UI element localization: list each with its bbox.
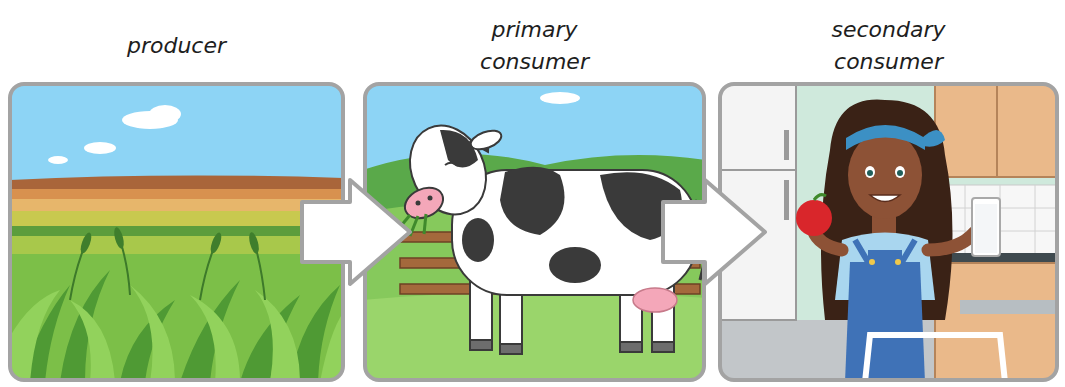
panel-heading: producer bbox=[127, 30, 226, 62]
field-scene-part bbox=[10, 175, 343, 380]
pasture-scene-part-part bbox=[500, 344, 522, 354]
field-scene-part bbox=[10, 199, 343, 211]
girl-figure-part bbox=[920, 130, 945, 147]
field-scene-part bbox=[10, 254, 343, 380]
kitchen-scene-part bbox=[996, 84, 998, 177]
field-scene-part bbox=[70, 240, 265, 300]
kitchen-scene-part bbox=[720, 169, 796, 171]
field-scene-part bbox=[78, 226, 260, 254]
girl-figure-part bbox=[868, 250, 902, 280]
girl-figure-part bbox=[895, 166, 905, 178]
girl-figure-part bbox=[897, 170, 903, 176]
field-scene-part bbox=[84, 142, 116, 154]
food-chain-panel: producer bbox=[8, 82, 345, 382]
pasture-scene-part bbox=[416, 201, 421, 206]
kitchen-scene-part bbox=[784, 180, 789, 220]
pasture-scene-part bbox=[445, 163, 458, 166]
panel-heading: primary consumer bbox=[447, 14, 622, 78]
pasture-scene-part-part bbox=[500, 167, 565, 235]
pasture-scene-part bbox=[540, 92, 580, 104]
pasture-scene-part-part bbox=[600, 172, 682, 240]
field-scene-part-part bbox=[70, 300, 115, 380]
pasture-scene-part-part bbox=[470, 340, 492, 350]
girl-figure-part bbox=[867, 170, 873, 176]
pasture-scene-part bbox=[462, 167, 682, 283]
field-scene-part-part bbox=[130, 285, 175, 380]
field-scene-part bbox=[10, 236, 343, 254]
field-scene-part bbox=[48, 156, 68, 164]
pasture-scene-part-part bbox=[462, 218, 494, 262]
field-scene-part bbox=[10, 189, 343, 199]
field-scene-part-part bbox=[320, 310, 343, 380]
pasture-scene-part-part bbox=[424, 214, 426, 234]
field-scene-part-part bbox=[208, 231, 223, 254]
pasture-scene-part-part bbox=[652, 342, 674, 352]
girl-figure-part bbox=[972, 198, 1000, 256]
pasture-scene-part-part bbox=[452, 170, 697, 295]
pasture-scene bbox=[365, 84, 704, 380]
girl-figure-part bbox=[855, 240, 915, 262]
pasture-scene-part-part bbox=[549, 247, 601, 283]
pasture-scene-part-part bbox=[410, 216, 418, 236]
field-scene-part bbox=[20, 270, 340, 380]
food-chain-panel: secondary consumer bbox=[718, 82, 1059, 382]
kitchen-scene-part bbox=[865, 335, 1005, 380]
pasture-scene-part bbox=[452, 170, 697, 354]
food-chain-panel: primary consumer bbox=[363, 82, 706, 382]
kitchen-scene-part bbox=[935, 84, 1057, 177]
field-scene-part-part bbox=[10, 290, 60, 380]
pasture-scene-part-part bbox=[396, 215, 410, 232]
field-scene-part-part bbox=[255, 290, 300, 380]
pasture-scene-part bbox=[633, 288, 677, 312]
panel-heading-box: producer bbox=[0, 6, 361, 86]
field-scene-part bbox=[10, 285, 343, 380]
girl-figure-part bbox=[870, 195, 900, 202]
pasture-scene-part-part bbox=[396, 113, 500, 227]
kitchen-scene-part bbox=[960, 300, 1057, 314]
pasture-scene-part bbox=[365, 84, 704, 380]
pasture-scene-part bbox=[440, 130, 478, 168]
field-scene-part bbox=[10, 226, 343, 236]
block-arrow bbox=[302, 180, 410, 284]
field-scene-part-part bbox=[78, 231, 93, 254]
panel-heading-box: primary consumer bbox=[347, 6, 722, 86]
pasture-scene-part-part bbox=[620, 342, 642, 352]
kitchen-scene-part bbox=[784, 130, 789, 160]
pasture-scene-part bbox=[396, 113, 504, 227]
kitchen-scene bbox=[720, 84, 1057, 380]
field-scene-part-part bbox=[180, 280, 240, 380]
field-scene-part-part bbox=[190, 295, 240, 380]
field-scene-part bbox=[10, 84, 343, 380]
girl-figure-part bbox=[895, 259, 901, 265]
panel-heading-box: secondary consumer bbox=[702, 6, 1065, 86]
girl-figure-part bbox=[848, 131, 922, 219]
kitchen-scene-part bbox=[935, 263, 1057, 380]
girl-figure-part bbox=[865, 166, 875, 178]
girl-figure-part bbox=[796, 200, 832, 236]
pasture-scene-part bbox=[396, 214, 426, 236]
girl-figure-part bbox=[814, 195, 826, 200]
field-scene-part bbox=[149, 105, 181, 123]
field-scene-part bbox=[10, 211, 343, 226]
pasture-scene-part bbox=[428, 196, 433, 201]
field-scene-part-part bbox=[112, 226, 125, 249]
girl-figure-part bbox=[928, 232, 975, 250]
panel-heading: secondary consumer bbox=[801, 14, 976, 78]
girl-figure-part bbox=[975, 204, 997, 253]
field-scene bbox=[10, 84, 343, 380]
field-scene-part-part bbox=[247, 231, 260, 254]
block-arrow bbox=[663, 180, 765, 284]
girl-figure-part bbox=[869, 259, 875, 265]
kitchen-scene-part bbox=[720, 84, 796, 320]
kitchen-scene-part bbox=[720, 84, 1057, 380]
girl-figure-part bbox=[846, 125, 925, 150]
